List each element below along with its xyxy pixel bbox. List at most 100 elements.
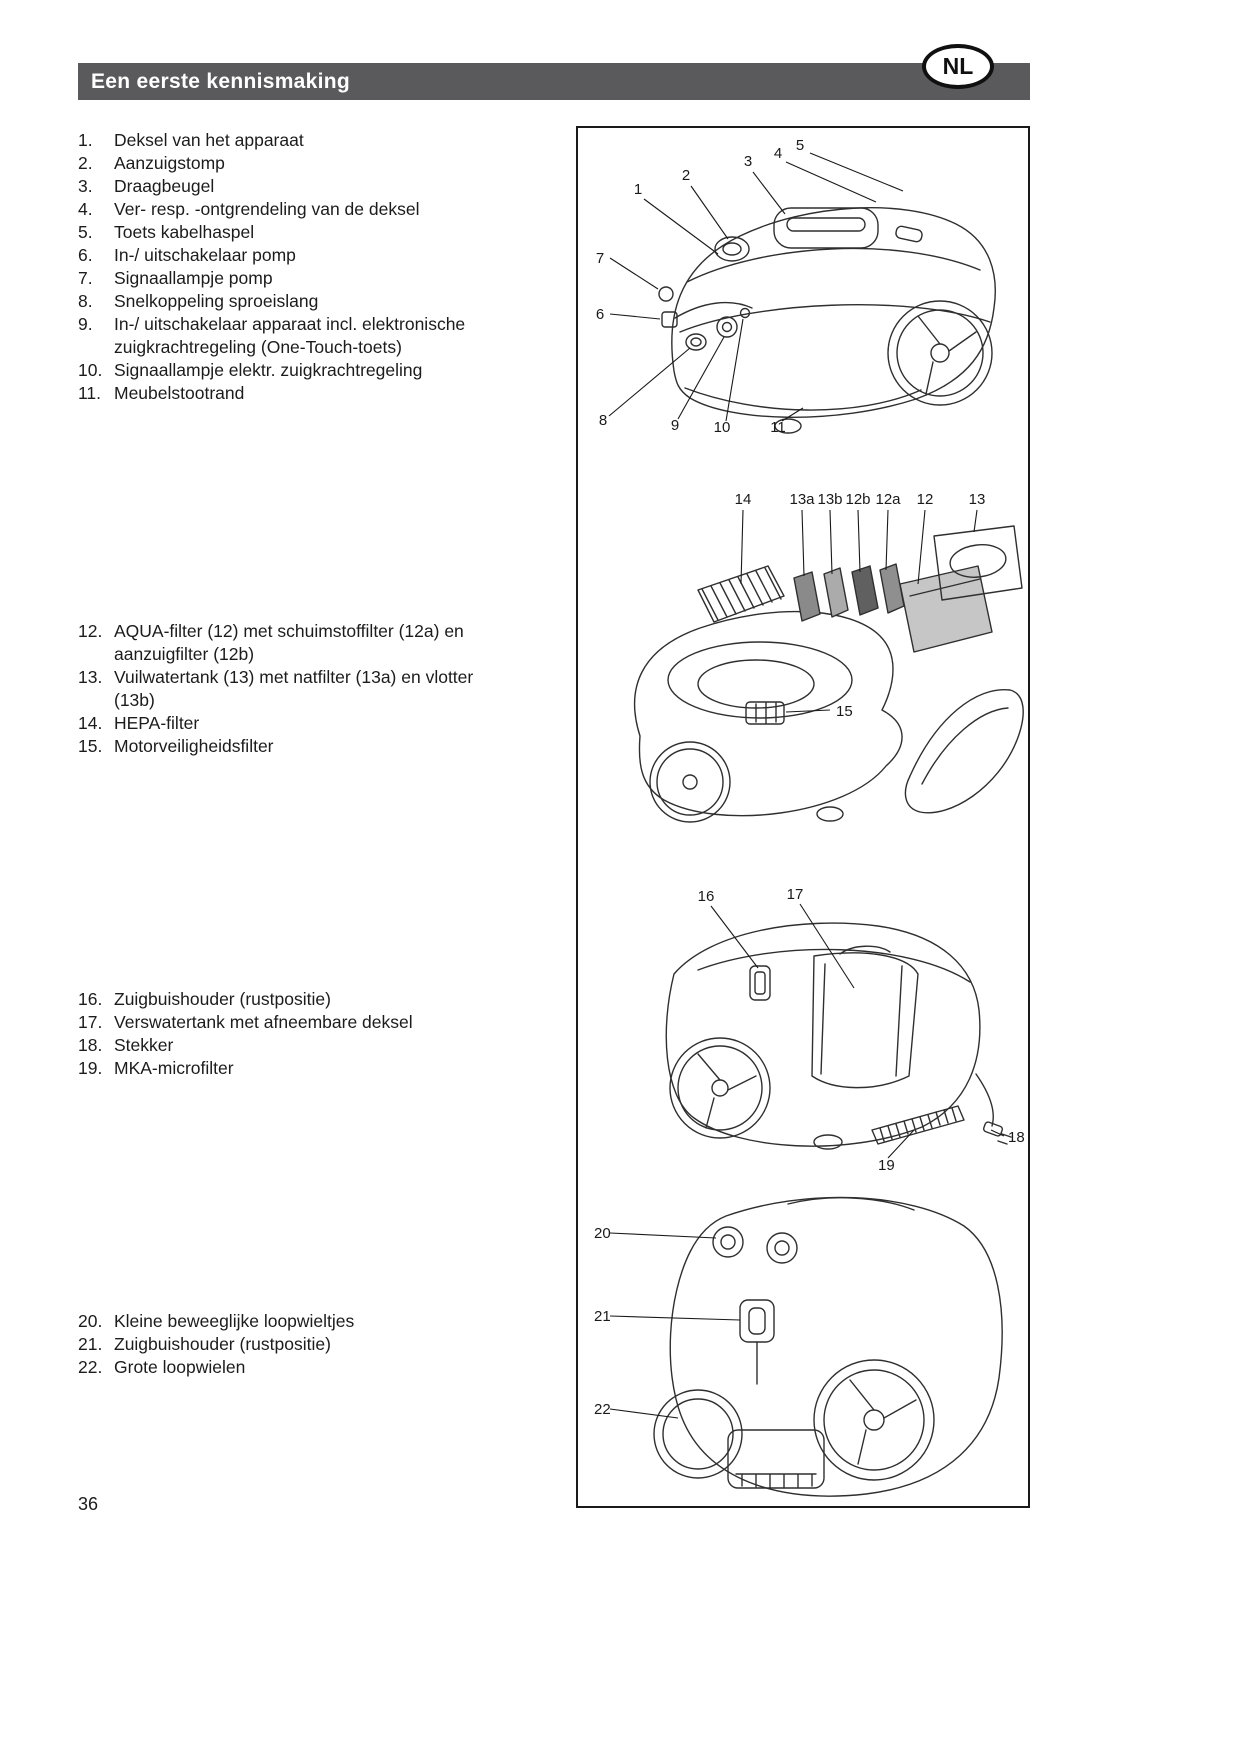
- list-item-number: 17.: [78, 1012, 103, 1032]
- callout-9: 9: [671, 336, 725, 434]
- svg-text:16: 16: [698, 888, 715, 905]
- rear-wheel: [887, 300, 993, 406]
- callout-10: 10: [714, 318, 744, 436]
- list-item-text: In-/ uitschakelaar apparaat incl. elektr…: [114, 314, 466, 357]
- figure-filters-exploded: 14 13a 13b 12b 12a 12 13 15: [633, 491, 1024, 823]
- parts-list-group-3: 16.Zuigbuishouder (rustpositie) 17.Versw…: [78, 988, 548, 1080]
- list-item: 10.Signaallampje elektr. zuigkrachtregel…: [78, 359, 548, 382]
- list-item: 15. Motorveiligheidsfilter: [78, 735, 478, 758]
- open-lid: [904, 689, 1024, 814]
- list-item: 14. HEPA-filter: [78, 712, 478, 735]
- list-item-text: Deksel van het apparaat: [114, 130, 304, 150]
- svg-text:19: 19: [878, 1157, 895, 1174]
- list-item-number: 15.: [78, 736, 103, 756]
- list-item-number: 22.: [78, 1357, 103, 1377]
- callout-7: 7: [596, 250, 659, 290]
- list-item-number: 9.: [78, 314, 93, 334]
- svg-text:20: 20: [594, 1225, 611, 1242]
- vacuum-body-outline: [671, 207, 996, 418]
- svg-text:9: 9: [671, 417, 679, 434]
- svg-text:17: 17: [787, 886, 804, 903]
- list-item-text: Vuilwatertank (13) met natfilter (13a) e…: [114, 667, 474, 710]
- callout-13b: 13b: [817, 491, 843, 575]
- list-item: 2.Aanzuigstomp: [78, 152, 548, 175]
- vacuum-overview-drawing: [658, 207, 996, 434]
- dirty-water-tank: [933, 525, 1023, 601]
- list-item-number: 6.: [78, 245, 93, 265]
- svg-text:12b: 12b: [845, 491, 870, 508]
- list-item-text: Stekker: [114, 1035, 174, 1055]
- list-item-number: 2.: [78, 153, 93, 173]
- list-item-text: Signaallampje elektr. zuigkrachtregeling: [114, 360, 423, 380]
- svg-text:22: 22: [594, 1401, 611, 1418]
- callout-17: 17: [787, 886, 855, 989]
- list-item: 11. Meubelstootrand: [78, 382, 548, 405]
- list-item: 12.AQUA-filter (12) met schuimstoffilter…: [78, 620, 478, 666]
- wet-filter: [793, 571, 821, 622]
- list-item-text: Toets kabelhaspel: [114, 222, 255, 242]
- vacuum-body-outline: [665, 922, 981, 1147]
- list-item: 19.MKA-microfilter: [78, 1057, 548, 1080]
- pump-signal-lamp: [658, 286, 674, 302]
- list-item-number: 13.: [78, 667, 103, 687]
- vacuum-exploded-drawing: [633, 525, 1024, 823]
- list-item: 18. Stekker: [78, 1034, 548, 1057]
- list-item: 20.Kleine beweeglijke loopwieltjes: [78, 1310, 548, 1333]
- plug: [982, 1121, 1004, 1137]
- list-item-text: Kleine beweeglijke loopwieltjes: [114, 1311, 355, 1331]
- svg-text:4: 4: [774, 145, 782, 162]
- list-item-text: Grote loopwielen: [114, 1357, 246, 1377]
- callout-12b: 12b: [845, 491, 871, 573]
- base-body-outline: [633, 610, 903, 817]
- carry-handle: [773, 207, 879, 249]
- list-item-text: In-/ uitschakelaar pomp: [114, 245, 296, 265]
- parts-list-group-4: 20.Kleine beweeglijke loopwieltjes 21.Zu…: [78, 1310, 548, 1379]
- svg-text:7: 7: [596, 250, 604, 267]
- list-item-text: Motorveiligheidsfilter: [114, 736, 274, 756]
- svg-text:12a: 12a: [875, 491, 901, 508]
- vacuum-rear-drawing: [665, 922, 1012, 1150]
- svg-text:13b: 13b: [817, 491, 842, 508]
- list-item-text: Meubelstootrand: [114, 383, 245, 403]
- list-item: 7.Signaallampje pomp: [78, 267, 548, 290]
- body-seam: [679, 304, 991, 333]
- vacuum-body-outline: [669, 1196, 1003, 1497]
- pump-switch: [661, 311, 678, 328]
- parts-list-group-1: 1. Deksel van het apparaat 2.Aanzuigstomp…: [78, 129, 548, 405]
- list-item-text: HEPA-filter: [114, 713, 200, 733]
- list-item-text: Zuigbuishouder (rustpositie): [114, 989, 331, 1009]
- svg-text:15: 15: [836, 703, 853, 720]
- fig3-callouts: 16 17 18 19: [698, 886, 1025, 1174]
- language-badge: NL: [922, 44, 994, 89]
- caster-wheel-right: [766, 1232, 798, 1264]
- list-item-number: 18.: [78, 1035, 103, 1055]
- list-item: 4.Ver- resp. -ontgrendeling van de dekse…: [78, 198, 548, 221]
- svg-text:6: 6: [596, 306, 604, 323]
- vacuum-front-drawing: [653, 1196, 1003, 1497]
- language-badge-label: NL: [942, 53, 974, 79]
- caster-wheel: [813, 1134, 843, 1150]
- callout-18: 18: [990, 1129, 1025, 1146]
- microfilter-grille: [871, 1105, 965, 1145]
- list-item: 5.Toets kabelhaspel: [78, 221, 548, 244]
- rear-wheel: [669, 1037, 771, 1139]
- svg-text:1: 1: [634, 181, 642, 198]
- svg-text:5: 5: [796, 137, 804, 154]
- fig1-callouts: 1 2 3 4 5 6 7 8 9 10 11: [596, 137, 904, 436]
- svg-text:14: 14: [735, 491, 752, 508]
- svg-text:2: 2: [682, 167, 690, 184]
- list-item-number: 16.: [78, 989, 103, 1009]
- callout-12a: 12a: [875, 491, 901, 571]
- tube-holder-slot: [749, 965, 771, 1001]
- list-item: 13. Vuilwatertank (13) met natfilter (13a…: [78, 666, 478, 712]
- svg-text:8: 8: [599, 412, 607, 429]
- svg-text:21: 21: [594, 1308, 611, 1325]
- list-item-number: 1.: [78, 130, 93, 150]
- list-item-number: 8.: [78, 291, 93, 311]
- right-rear-wheel: [813, 1359, 935, 1481]
- list-item-number: 11.: [78, 383, 102, 403]
- callout-22: 22: [594, 1401, 679, 1419]
- list-item-number: 14.: [78, 713, 103, 733]
- callout-3: 3: [744, 153, 786, 215]
